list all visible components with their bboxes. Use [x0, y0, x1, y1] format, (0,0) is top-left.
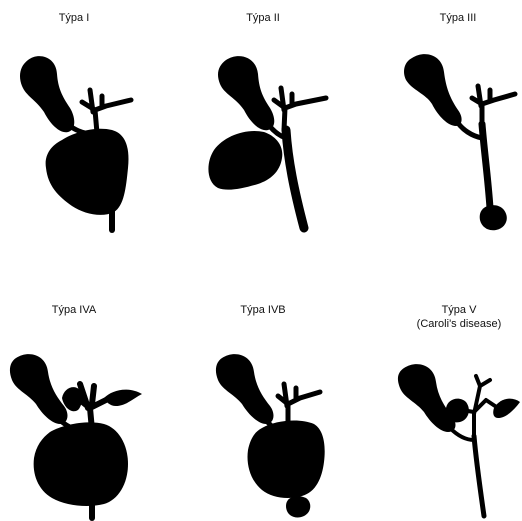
choledochocele-cyst — [480, 205, 507, 230]
panel-type-1: Týpa I — [20, 12, 131, 230]
panel-label-type-5-line1: Týpa V — [442, 304, 478, 316]
gallbladder-shape — [216, 354, 274, 424]
panel-type-4b: Týpa IVB — [216, 304, 325, 518]
intrahepatic-ducts — [278, 384, 320, 426]
common-bile-duct-cyst — [248, 421, 325, 498]
diverticulum-cyst — [208, 131, 282, 190]
gallbladder-shape — [20, 56, 74, 132]
panel-type-2: Týpa II — [208, 12, 326, 228]
gallbladder-shape — [218, 56, 274, 130]
common-bile-duct-cyst — [46, 129, 129, 215]
panel-label-type-4b: Týpa IVB — [240, 304, 285, 316]
choledochocele-cyst — [286, 496, 310, 517]
intrahepatic-ducts — [82, 90, 131, 133]
panel-type-5: Týpa V (Caroli's disease) — [398, 304, 520, 516]
gallbladder-shape — [398, 364, 456, 432]
panel-label-type-5-line2: (Caroli's disease) — [417, 318, 502, 330]
panel-label-type-1: Týpa I — [59, 12, 90, 24]
gallbladder-shape — [404, 54, 462, 126]
panel-label-type-4a: Týpa IVA — [52, 304, 97, 316]
dilated-intrahepatic-duct-right — [104, 390, 142, 406]
common-bile-duct — [482, 124, 490, 208]
panel-label-type-3: Týpa III — [440, 12, 477, 24]
panel-type-3: Týpa III — [404, 12, 515, 230]
panel-label-type-2: Týpa II — [246, 12, 280, 24]
intrahepatic-ducts — [274, 88, 326, 130]
cystic-duct — [456, 120, 482, 138]
common-bile-duct-cyst — [34, 422, 128, 506]
panel-type-4a: Týpa IVA — [10, 304, 142, 518]
common-bile-duct — [286, 130, 304, 228]
gallbladder-shape — [10, 354, 68, 424]
cystic-duct — [450, 428, 474, 440]
intrahepatic-ducts — [472, 86, 515, 124]
common-bile-duct — [474, 436, 484, 516]
